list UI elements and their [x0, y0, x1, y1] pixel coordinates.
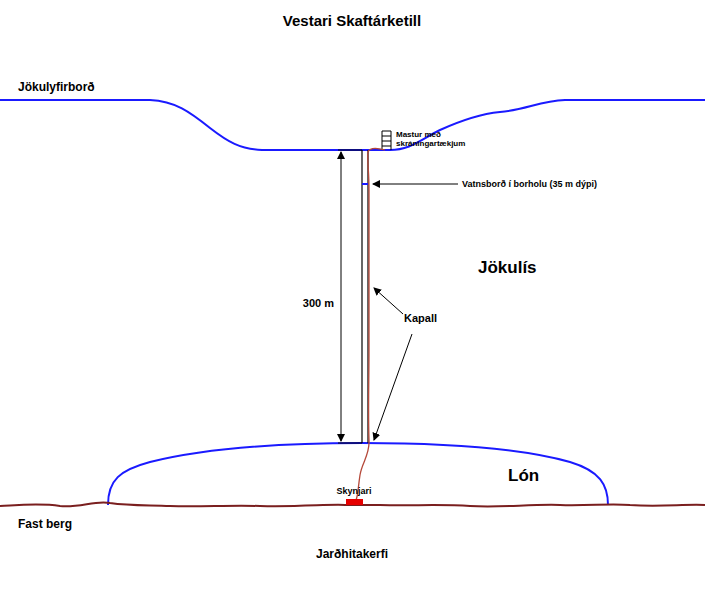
geothermal-label: Jarðhitakerfi: [316, 548, 388, 562]
diagram-title: Vestari Skaftárketill: [283, 12, 421, 29]
glacier-surface: [0, 100, 705, 150]
borehole-wall: [361, 150, 362, 443]
dimension-line: [341, 152, 342, 441]
dimension-tick: [338, 443, 362, 444]
cable-label: Kapall: [404, 312, 437, 325]
surface-label: Jökulyfirborð: [18, 81, 95, 95]
sensor-label: Skynjari: [336, 486, 371, 496]
mast-label: Mastur með skráningartækjum: [396, 130, 478, 148]
cable-line: [356, 148, 385, 500]
leader-arrow: [374, 334, 412, 440]
dimension-tick: [338, 150, 362, 151]
lake-label: Lón: [508, 466, 539, 486]
dimension-label: 300 m: [303, 297, 334, 310]
leader-arrow: [373, 184, 458, 185]
leader-arrow: [374, 288, 403, 314]
water-level-mark: [362, 183, 368, 185]
water-level-label: Vatnsborð í borholu (35 m dýpi): [462, 179, 597, 189]
mast-symbol: [382, 131, 391, 150]
bedrock-label: Fast berg: [18, 518, 72, 532]
sensor-symbol: [346, 499, 363, 505]
ice-label: Jökulís: [478, 258, 537, 278]
lake-outline: [108, 443, 608, 505]
